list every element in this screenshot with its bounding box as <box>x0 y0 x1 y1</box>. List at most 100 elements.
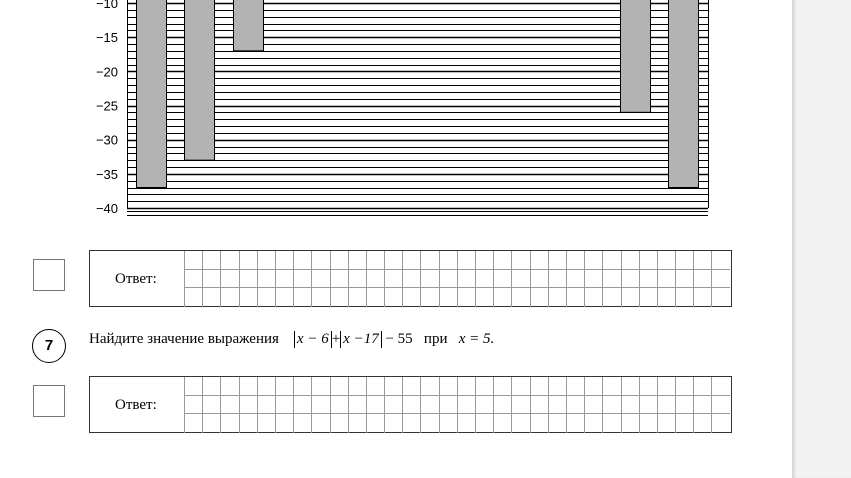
answer-cell[interactable] <box>347 269 366 289</box>
answer-cell[interactable] <box>602 395 621 415</box>
answer-cell[interactable] <box>475 377 494 396</box>
answer-cell[interactable] <box>256 414 275 433</box>
answer-cell[interactable] <box>220 377 239 396</box>
answer-cell[interactable] <box>202 288 220 307</box>
answer-cell[interactable] <box>584 251 603 270</box>
answer-cell[interactable] <box>584 377 603 396</box>
answer-cell[interactable] <box>693 251 712 270</box>
answer-cell[interactable] <box>274 395 294 415</box>
answer-cell[interactable] <box>620 251 639 270</box>
answer-cell[interactable] <box>238 288 257 307</box>
answer-cell[interactable] <box>384 395 403 415</box>
answer-cell[interactable] <box>256 251 275 270</box>
answer-cell[interactable] <box>693 377 712 396</box>
answer-cell[interactable] <box>311 377 330 396</box>
answer-cell[interactable] <box>711 288 729 307</box>
answer-cell[interactable] <box>365 251 385 270</box>
answer-cell[interactable] <box>402 395 421 415</box>
answer-cell[interactable] <box>711 269 730 289</box>
answer-cell[interactable] <box>475 414 493 433</box>
answer-cell[interactable] <box>711 395 730 415</box>
answer-cell[interactable] <box>620 288 639 307</box>
answer-cell[interactable] <box>456 269 475 289</box>
answer-cell[interactable] <box>384 288 402 307</box>
answer-grid[interactable] <box>184 251 732 307</box>
answer-cell[interactable] <box>184 251 203 270</box>
answer-cell[interactable] <box>656 288 675 307</box>
answer-cell[interactable] <box>184 377 203 396</box>
answer-cell[interactable] <box>675 395 694 415</box>
answer-cell[interactable] <box>438 251 457 270</box>
answer-cell[interactable] <box>584 395 603 415</box>
answer-cell[interactable] <box>638 395 657 415</box>
answer-cell[interactable] <box>238 414 257 433</box>
answer-cell[interactable] <box>675 251 694 270</box>
answer-cell[interactable] <box>493 269 512 289</box>
answer-cell[interactable] <box>329 251 348 270</box>
answer-checkbox-6[interactable] <box>33 259 65 291</box>
answer-cell[interactable] <box>565 414 584 433</box>
answer-cell[interactable] <box>475 288 493 307</box>
answer-cell[interactable] <box>293 395 312 415</box>
answer-cell[interactable] <box>202 395 221 415</box>
answer-cell[interactable] <box>511 251 530 270</box>
answer-cell[interactable] <box>565 269 585 289</box>
answer-cell[interactable] <box>365 377 385 396</box>
answer-box-7[interactable]: Ответ: <box>89 376 732 433</box>
answer-cell[interactable] <box>420 269 439 289</box>
answer-cell[interactable] <box>456 377 475 396</box>
answer-cell[interactable] <box>293 377 312 396</box>
answer-cell[interactable] <box>256 377 275 396</box>
answer-cell[interactable] <box>584 288 602 307</box>
answer-cell[interactable] <box>384 377 403 396</box>
answer-cell[interactable] <box>547 395 566 415</box>
answer-cell[interactable] <box>402 377 421 396</box>
answer-cell[interactable] <box>329 288 348 307</box>
answer-cell[interactable] <box>565 288 584 307</box>
answer-cell[interactable] <box>384 269 403 289</box>
answer-cell[interactable] <box>711 414 729 433</box>
answer-cell[interactable] <box>274 377 294 396</box>
answer-cell[interactable] <box>365 414 384 433</box>
answer-cell[interactable] <box>511 377 530 396</box>
answer-cell[interactable] <box>620 377 639 396</box>
answer-cell[interactable] <box>311 395 330 415</box>
answer-cell[interactable] <box>675 414 693 433</box>
answer-cell[interactable] <box>293 414 311 433</box>
answer-cell[interactable] <box>202 269 221 289</box>
answer-cell[interactable] <box>420 377 439 396</box>
answer-cell[interactable] <box>184 288 202 307</box>
answer-box-6[interactable]: Ответ: <box>89 250 732 307</box>
answer-cell[interactable] <box>184 395 203 415</box>
answer-cell[interactable] <box>202 251 221 270</box>
answer-cell[interactable] <box>329 377 348 396</box>
answer-cell[interactable] <box>565 377 585 396</box>
answer-cell[interactable] <box>365 269 385 289</box>
answer-cell[interactable] <box>438 377 457 396</box>
answer-cell[interactable] <box>675 377 694 396</box>
answer-cell[interactable] <box>620 414 639 433</box>
answer-cell[interactable] <box>220 414 238 433</box>
answer-cell[interactable] <box>456 414 475 433</box>
answer-cell[interactable] <box>529 395 548 415</box>
answer-cell[interactable] <box>329 269 348 289</box>
answer-cell[interactable] <box>493 395 512 415</box>
answer-cell[interactable] <box>529 414 548 433</box>
answer-cell[interactable] <box>402 269 421 289</box>
answer-cell[interactable] <box>420 414 438 433</box>
answer-cell[interactable] <box>184 414 202 433</box>
viewer-scroll-gutter[interactable] <box>792 0 851 478</box>
answer-cell[interactable] <box>675 288 693 307</box>
answer-cell[interactable] <box>475 395 494 415</box>
answer-checkbox-7[interactable] <box>33 385 65 417</box>
answer-cell[interactable] <box>384 251 403 270</box>
answer-cell[interactable] <box>456 288 475 307</box>
answer-cell[interactable] <box>220 251 239 270</box>
answer-cell[interactable] <box>547 377 566 396</box>
answer-cell[interactable] <box>656 377 676 396</box>
answer-cell[interactable] <box>493 377 512 396</box>
answer-cell[interactable] <box>402 414 420 433</box>
answer-cell[interactable] <box>256 288 275 307</box>
answer-cell[interactable] <box>493 288 511 307</box>
answer-cell[interactable] <box>365 288 384 307</box>
